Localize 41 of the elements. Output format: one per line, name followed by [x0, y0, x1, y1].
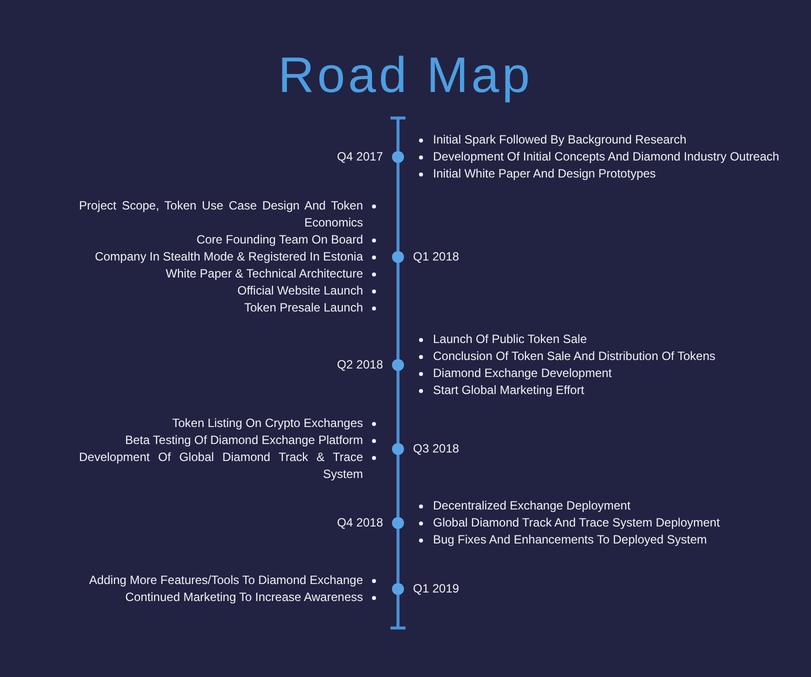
timeline-dot [392, 251, 404, 263]
timeline-line [389, 595, 407, 630]
milestone-item: Global Diamond Track And Trace System Deployment [433, 514, 720, 532]
quarter-label: Q1 2019 [413, 580, 460, 598]
milestone-item: Project Scope, Token Use Case Design And Token Economics [79, 198, 363, 232]
milestone-item: White Paper & Technical Architecture [166, 266, 363, 282]
milestone-item: Company In Stealth Mode & Registered In Estonia [94, 248, 363, 266]
milestone-item: Bug Fixes And Enhancements To Deployed System [433, 532, 707, 548]
milestone-item: Initial White Paper And Design Prototypes [433, 166, 656, 182]
milestone-item: Continued Marketing To Increase Awareness [125, 589, 363, 606]
timeline-line [396, 163, 400, 251]
timeline-dot [392, 443, 404, 455]
milestone-item: Token Listing On Crypto Exchanges [172, 415, 363, 432]
milestone-item: Decentralized Exchange Deployment [433, 498, 630, 514]
title: Road Map [278, 50, 533, 100]
milestone-item: Beta Testing Of Diamond Exchange Platform [125, 432, 363, 449]
milestone-item: Token Presale Launch [244, 300, 363, 316]
milestone-item: Adding More Features/Tools To Diamond Exchange [89, 572, 363, 589]
timeline-line [396, 455, 400, 517]
milestone-item: Start Global Marketing Effort [433, 382, 584, 399]
milestone-item: Development Of Initial Concepts And Diamond Industry Outreach [433, 148, 780, 166]
milestone-item: Conclusion Of Token Sale And Distribution Of Tokens [433, 348, 716, 365]
timeline-dot [392, 583, 404, 595]
milestone-item: Initial Spark Followed By Background Research [433, 132, 686, 148]
timeline-line [389, 116, 407, 151]
quarter-label: Q4 2017 [336, 148, 383, 166]
milestone-item: Development Of Global Diamond Track & Trace System [79, 449, 363, 483]
timeline-line [396, 529, 400, 583]
milestone-item: Core Founding Team On Board [196, 232, 363, 248]
quarter-label: Q3 2018 [413, 440, 460, 458]
timeline-dot [392, 151, 404, 163]
timeline-line [396, 371, 400, 443]
milestone-item: Launch Of Public Token Sale [433, 331, 587, 348]
quarter-label: Q4 2018 [336, 514, 383, 532]
timeline-dot [392, 359, 404, 371]
quarter-label: Q1 2018 [413, 248, 460, 266]
timeline-dot [392, 517, 404, 529]
milestone-item: Diamond Exchange Development [433, 365, 612, 382]
quarter-label: Q2 2018 [336, 356, 383, 374]
timeline-line [396, 263, 400, 359]
milestone-item: Official Website Launch [237, 282, 363, 300]
